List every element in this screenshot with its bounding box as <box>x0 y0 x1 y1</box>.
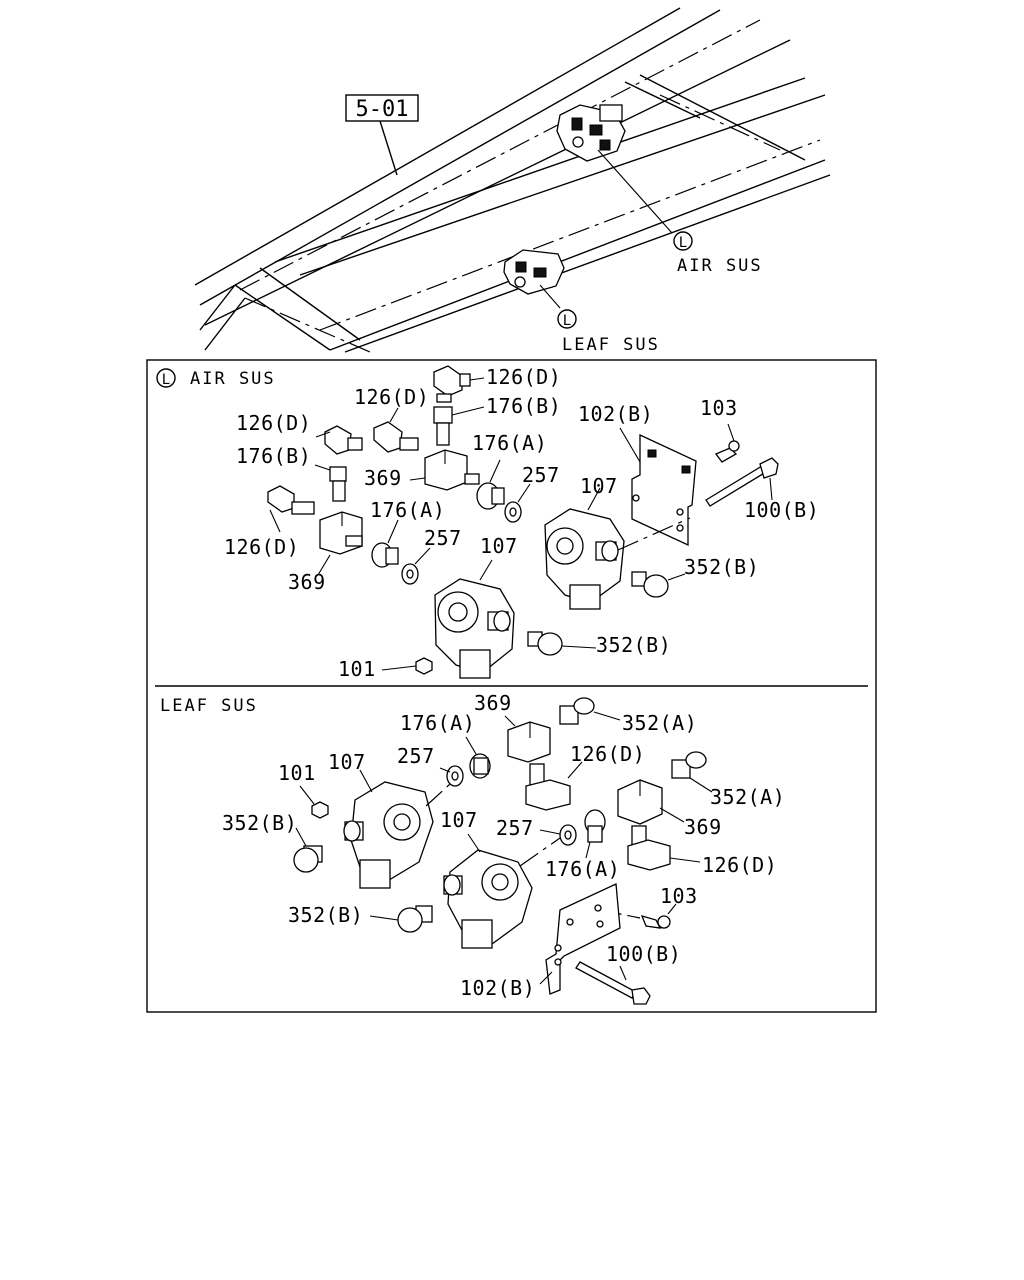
leaf-label-107-b: 107 <box>440 808 478 832</box>
air-block-369-a <box>409 449 480 491</box>
air-label-352b-a: 352(B) <box>684 555 759 579</box>
ref-box-5-01 <box>345 94 419 122</box>
leaf-label-369-b: 369 <box>684 815 722 839</box>
air-label-369-a: 369 <box>364 466 402 490</box>
leaf-long-bolt-100b <box>575 961 651 1005</box>
air-elbow-fitting-left <box>315 425 363 455</box>
leaf-plug-352b-a <box>293 827 323 873</box>
leaf-bracket-102b <box>539 883 621 995</box>
air-panel-title: AIR SUS <box>190 369 276 389</box>
callout-marker-leaf-letter: L <box>563 313 571 329</box>
air-valve-107-a <box>544 487 691 610</box>
overview-air-sus-label: AIR SUS <box>677 256 763 276</box>
air-label-126d-left: 126(D) <box>236 411 311 435</box>
air-label-101: 101 <box>338 657 376 681</box>
air-label-176a-b: 176(A) <box>370 498 445 522</box>
air-label-257-a: 257 <box>522 463 560 487</box>
air-bracket-102b <box>619 427 697 547</box>
leaf-plug-352a-b <box>671 751 713 793</box>
air-label-126d-mid: 126(D) <box>354 385 429 409</box>
air-adapter-176a-a <box>476 459 505 510</box>
air-label-352b-b: 352(B) <box>596 633 671 657</box>
leaf-label-176a-b: 176(A) <box>545 857 620 881</box>
leaf-adapter-176a-a <box>465 736 491 779</box>
overview-valve-leaf <box>503 249 565 309</box>
air-label-102b: 102(B) <box>578 402 653 426</box>
air-adapter-176a-b <box>371 519 399 568</box>
air-label-126d-top: 126(D) <box>486 365 561 389</box>
air-label-369-b: 369 <box>288 570 326 594</box>
leaf-label-257-b: 257 <box>496 816 534 840</box>
air-straight-fitting-top <box>433 406 485 446</box>
leaf-label-352a-b: 352(A) <box>710 785 785 809</box>
leaf-label-352b-a: 352(B) <box>222 811 297 835</box>
leaf-block-369-b <box>617 779 685 825</box>
leaf-valve-107-b <box>443 833 561 949</box>
detail-frame <box>146 359 877 1013</box>
callout-marker-air <box>673 231 693 251</box>
leaf-label-101: 101 <box>278 761 316 785</box>
air-plug-352b-b <box>527 631 597 656</box>
leaf-washer-257-a <box>439 765 464 787</box>
ref-box-label: 5-01 <box>356 97 409 122</box>
leaf-valve-107-a <box>343 769 451 889</box>
air-elbow-fitting-mid <box>373 407 419 453</box>
air-block-369-b <box>317 511 363 576</box>
leaf-label-352b-b: 352(B) <box>288 903 363 927</box>
air-label-103: 103 <box>700 396 738 420</box>
leaf-label-369-a: 369 <box>474 691 512 715</box>
air-label-126d-low: 126(D) <box>224 535 299 559</box>
leaf-elbow-fitting-a <box>525 761 583 811</box>
air-panel-marker <box>156 368 176 388</box>
air-label-176b-left: 176(B) <box>236 444 311 468</box>
leaf-elbow-fitting-b <box>627 825 701 871</box>
leaf-plug-352b-b <box>369 905 433 933</box>
leaf-label-257-a: 257 <box>397 744 435 768</box>
leaf-label-107-a: 107 <box>328 750 366 774</box>
leaf-label-126d-b: 126(D) <box>702 853 777 877</box>
air-label-107-b: 107 <box>480 534 518 558</box>
air-long-bolt-100b <box>705 457 779 507</box>
callout-marker-leaf <box>557 309 577 329</box>
leaf-label-103: 103 <box>660 884 698 908</box>
air-nut-101 <box>381 657 433 675</box>
leaf-label-126d-a: 126(D) <box>570 742 645 766</box>
leaf-nut-101 <box>299 785 329 819</box>
leaf-block-369-a <box>504 715 551 763</box>
leaf-label-176a-a: 176(A) <box>400 711 475 735</box>
air-washer-257-a <box>504 483 531 523</box>
callout-marker-air-letter: L <box>679 235 687 251</box>
air-washer-257-b <box>401 547 431 585</box>
air-bolt-103 <box>714 423 740 463</box>
overview-valve-air <box>556 104 673 234</box>
air-plug-352b-a <box>631 571 686 598</box>
air-label-100b: 100(B) <box>744 498 819 522</box>
air-label-107-a: 107 <box>580 474 618 498</box>
air-straight-fitting-left <box>314 464 347 502</box>
air-label-176b-top: 176(B) <box>486 394 561 418</box>
leaf-washer-257-b <box>539 824 577 846</box>
leaf-panel-title: LEAF SUS <box>160 696 258 716</box>
air-valve-107-b <box>434 559 515 679</box>
air-elbow-fitting-low <box>267 485 315 533</box>
leaf-adapter-176a-b <box>584 809 606 859</box>
leaf-plug-352a-a <box>559 697 621 725</box>
leaf-label-100b: 100(B) <box>606 942 681 966</box>
air-label-257-b: 257 <box>424 526 462 550</box>
leaf-label-102b: 102(B) <box>460 976 535 1000</box>
air-panel-marker-letter: L <box>162 372 170 388</box>
air-label-176a-a: 176(A) <box>472 431 547 455</box>
air-elbow-fitting-top <box>433 365 485 403</box>
leaf-label-352a-a: 352(A) <box>622 711 697 735</box>
overview-leaf-sus-label: LEAF SUS <box>562 335 660 355</box>
chassis-frame <box>194 7 831 353</box>
